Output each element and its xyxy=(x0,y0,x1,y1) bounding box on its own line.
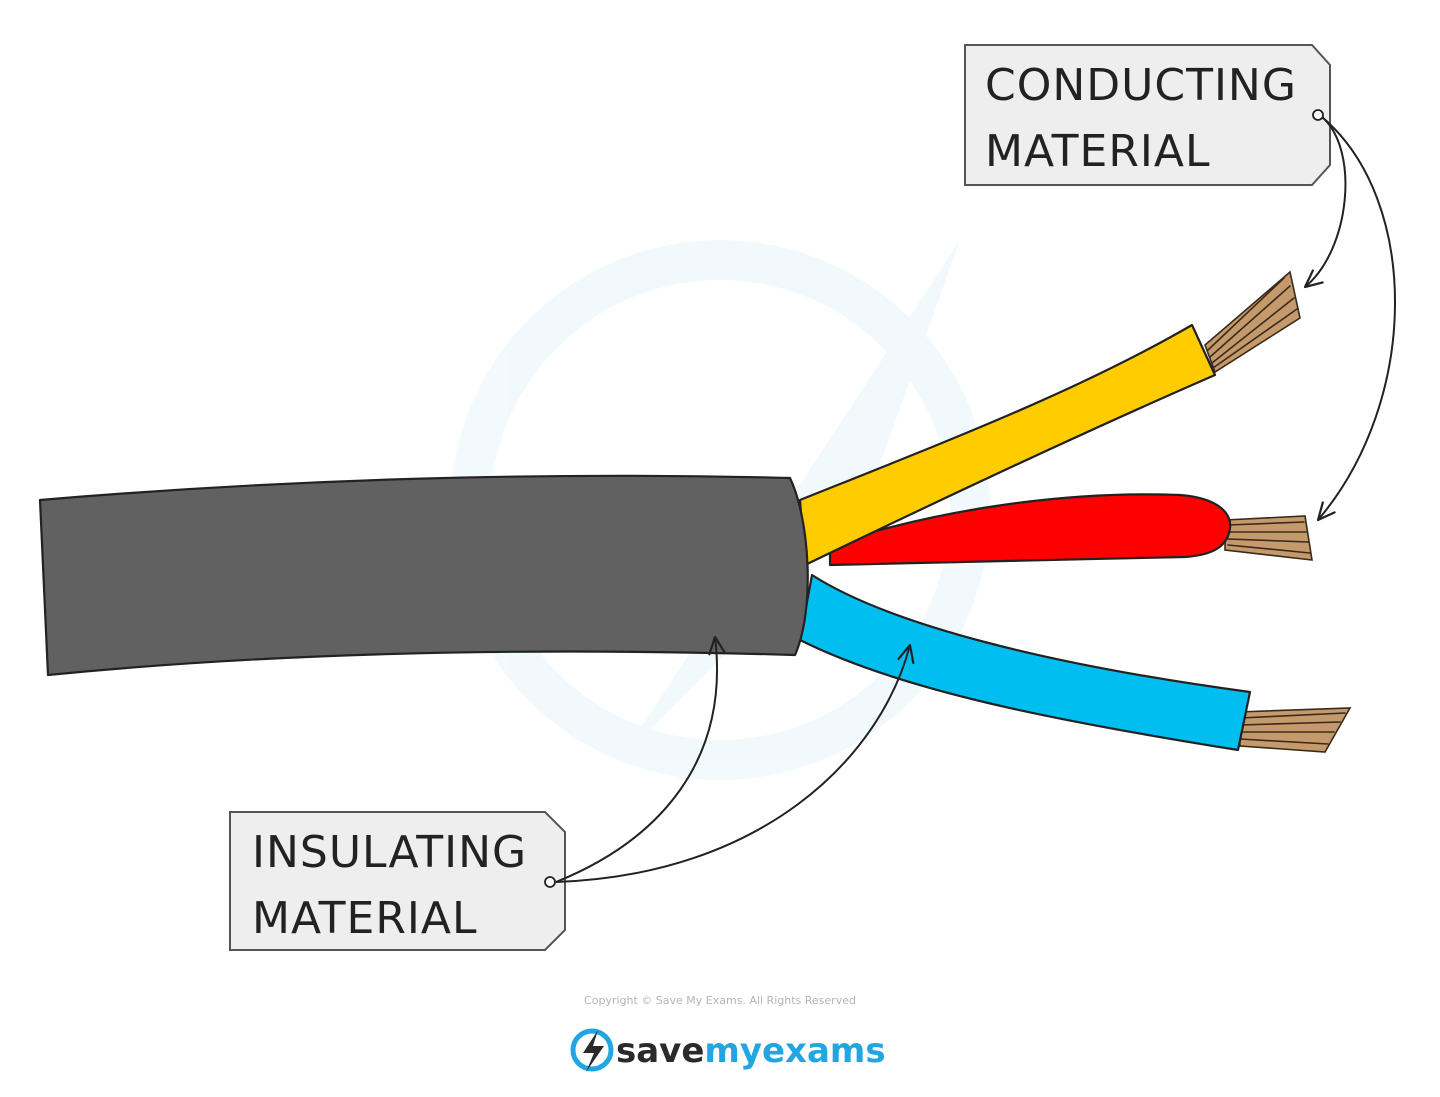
insulating-label-line1: INSULATING xyxy=(252,827,527,878)
tag-hole-icon xyxy=(1312,109,1324,121)
conducting-material-tag: CONDUCTING MATERIAL xyxy=(964,44,1331,186)
arrow-conducting-to-yellow-strands xyxy=(1303,116,1347,289)
conducting-label-line1: CONDUCTING xyxy=(985,60,1297,111)
arrow-insulating-to-sheath xyxy=(555,635,726,883)
brand-logo: savemyexams xyxy=(570,1028,886,1072)
brand-name: savemyexams xyxy=(616,1031,886,1071)
lightning-bolt-icon xyxy=(570,1028,614,1072)
tag-hole-icon xyxy=(544,876,556,888)
yellow-wire xyxy=(798,323,1217,567)
insulating-label-line2: MATERIAL xyxy=(252,893,478,944)
arrow-insulating-to-blue-wire xyxy=(555,643,915,883)
insulating-material-tag: INSULATING MATERIAL xyxy=(229,811,566,951)
copper-strands-yellow xyxy=(1204,270,1301,374)
outer-insulation-sheath xyxy=(38,474,809,677)
arrow-conducting-to-red-strands xyxy=(1316,116,1396,522)
red-wire xyxy=(828,493,1232,567)
copper-strands-blue xyxy=(1237,707,1352,753)
conducting-label-line2: MATERIAL xyxy=(985,126,1211,177)
copyright-text: Copyright © Save My Exams. All Rights Re… xyxy=(584,994,856,1007)
copper-strands-red xyxy=(1224,515,1313,561)
